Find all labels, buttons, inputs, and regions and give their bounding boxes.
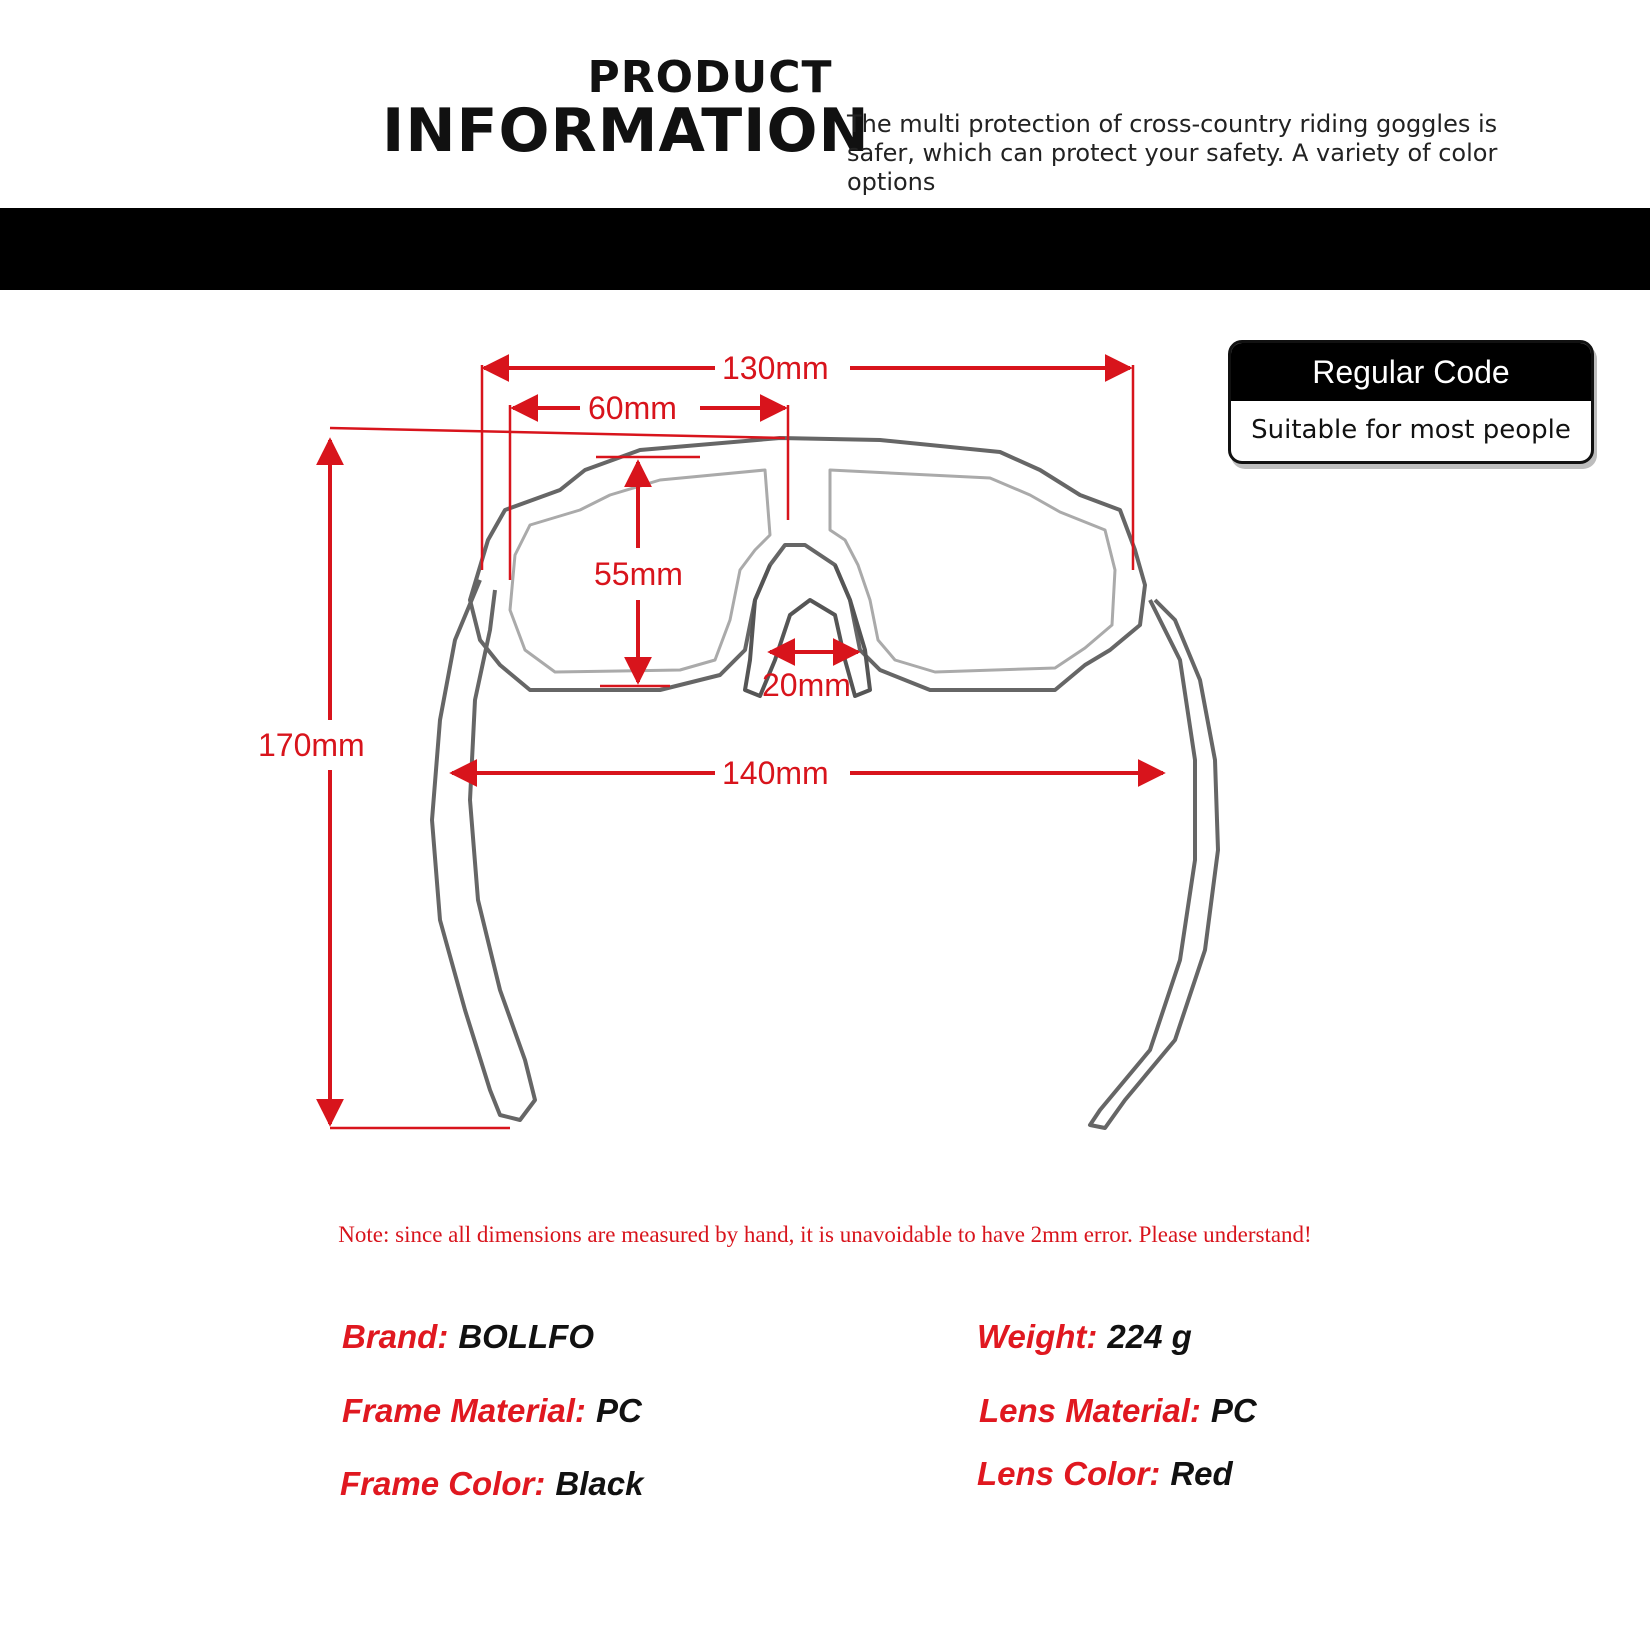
spec-frame-material: Frame Material:PC (342, 1392, 642, 1430)
spec-brand-label: Brand: (342, 1318, 449, 1355)
spec-lens-color: Lens Color:Red (977, 1455, 1233, 1493)
header-title-product: PRODUCT (587, 52, 833, 103)
spec-frame-color: Frame Color:Black (340, 1465, 643, 1503)
dim-total-width-label: 130mm (722, 350, 829, 386)
dim-temple-width-label: 140mm (722, 755, 829, 791)
regular-code-title: Regular Code (1231, 343, 1591, 401)
header-description: The multi protection of cross-country ri… (847, 110, 1498, 196)
spec-brand-value: BOLLFO (458, 1318, 594, 1355)
spec-weight-value: 224 g (1107, 1318, 1192, 1355)
spec-frame-color-label: Frame Color: (340, 1465, 546, 1502)
spec-weight-label: Weight: (977, 1318, 1098, 1355)
regular-code-subtitle: Suitable for most people (1251, 415, 1571, 445)
dim-bridge-label: 20mm (762, 667, 851, 703)
spec-lens-material: Lens Material:PC (979, 1392, 1257, 1430)
dim-temple-length-label: 170mm (258, 727, 365, 763)
spec-frame-material-label: Frame Material: (342, 1392, 586, 1429)
spec-lens-material-label: Lens Material: (979, 1392, 1201, 1429)
sunglasses-illustration (430, 436, 1220, 1130)
spec-lens-color-label: Lens Color: (977, 1455, 1161, 1492)
header-title-information: INFORMATION (382, 96, 870, 166)
black-banner (0, 208, 1650, 290)
spec-lens-color-value: Red (1170, 1455, 1233, 1492)
spec-lens-material-value: PC (1210, 1392, 1257, 1429)
spec-brand: Brand:BOLLFO (342, 1318, 594, 1356)
regular-code-box: Regular Code Suitable for most people (1228, 340, 1594, 464)
dim-lens-height-label: 55mm (594, 556, 683, 592)
spec-frame-material-value: PC (595, 1392, 642, 1429)
spec-weight: Weight:224 g (977, 1318, 1192, 1356)
measurement-note: Note: since all dimensions are measured … (338, 1222, 1312, 1247)
dim-lens-width-label: 60mm (588, 390, 677, 426)
spec-frame-color-value: Black (555, 1465, 644, 1502)
